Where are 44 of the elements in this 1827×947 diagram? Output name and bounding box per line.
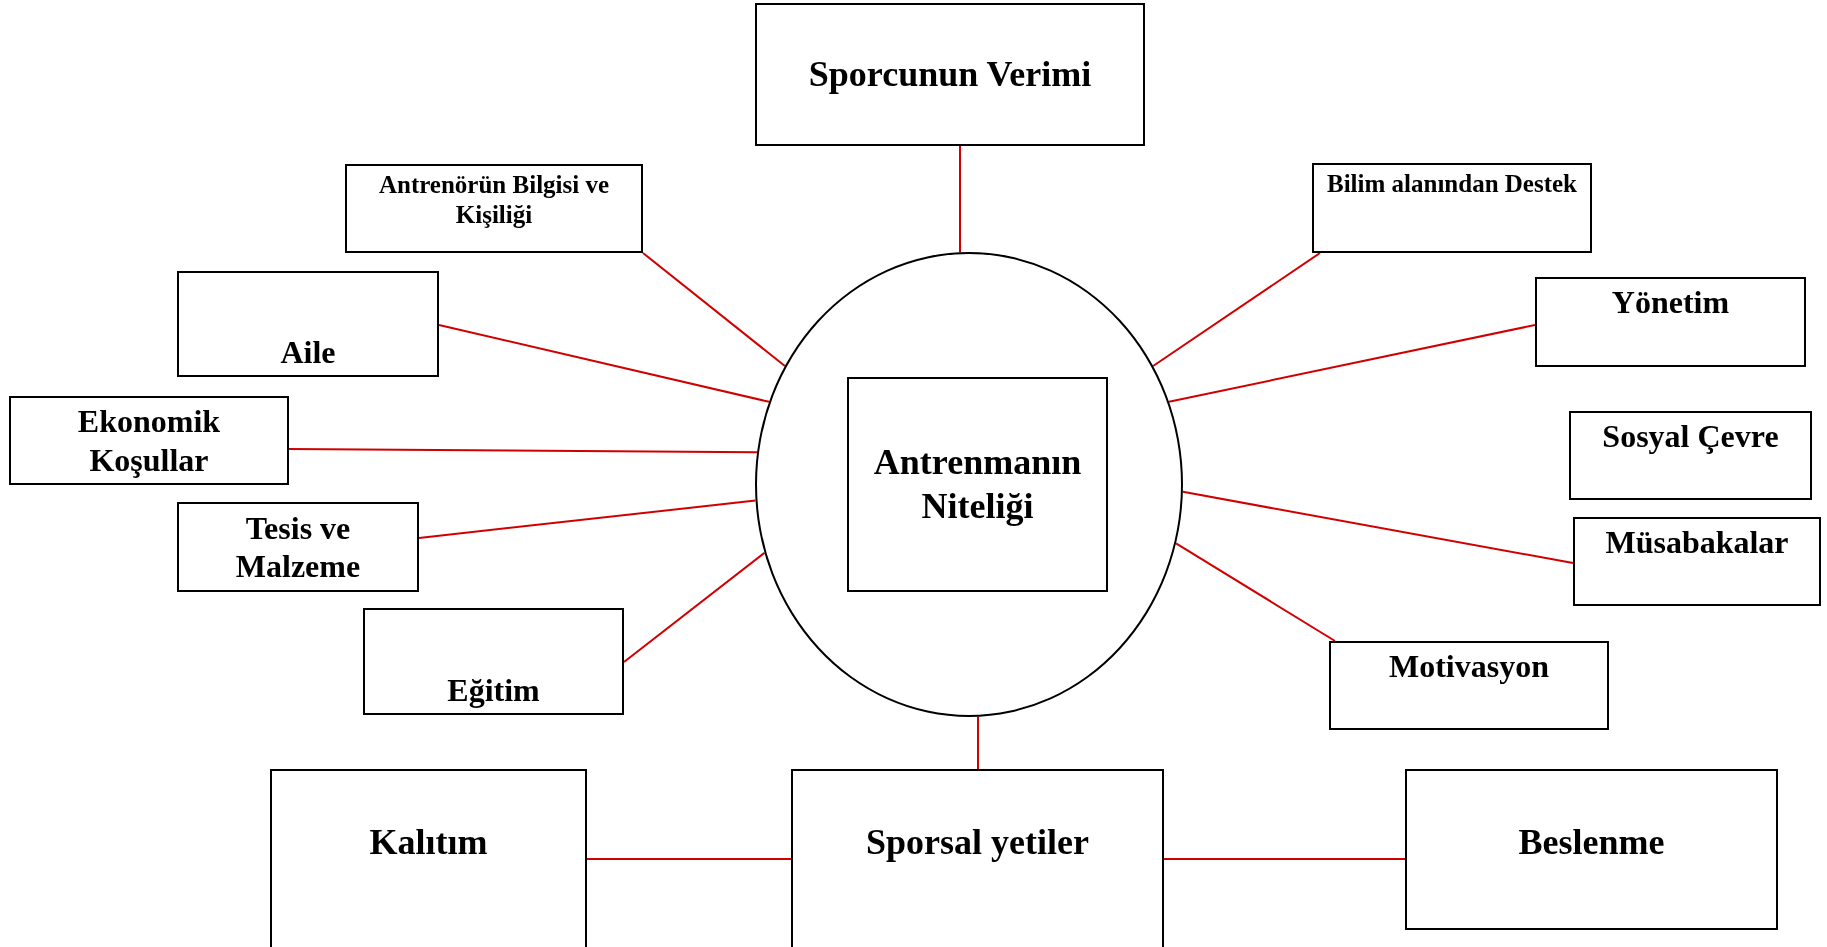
concept-box [791,769,1164,947]
concept-box [755,3,1145,146]
concept-box [1569,411,1812,500]
connector-line [1168,324,1536,403]
concept-box [1329,641,1609,730]
connector-line [1175,542,1336,642]
connector-line [1163,858,1406,860]
connector-line [438,324,770,403]
concept-box [1405,769,1778,930]
node-label: Aile [280,332,336,371]
connector-line [586,858,792,860]
connector-line [623,551,766,663]
connector-line [959,145,961,254]
concept-box [177,502,419,592]
connector-line [288,448,759,454]
concept-box [363,608,624,715]
node-label: Kalıtım [369,821,488,864]
ellipse-shape [755,252,1183,717]
node-label: Bilim alanından Destek [1326,169,1578,199]
node-label: Sosyal Çevre [1602,417,1779,456]
concept-box [847,377,1108,592]
node-label: Sporsal yetiler [866,821,1089,864]
node-label: Tesis ve Malzeme [234,508,362,586]
concept-box [345,164,643,253]
connector-line [1152,252,1321,367]
node-label: Beslenme [1518,821,1665,864]
node-label: Antrenmanın Niteliği [872,441,1083,528]
node-label: Yönetim [1611,283,1730,322]
node-label: Motivasyon [1389,647,1549,686]
concept-box [1312,163,1592,253]
concept-box [1573,517,1821,606]
node-label: Sporcunun Verimi [808,52,1092,96]
concept-box [9,396,289,485]
connector-line [1181,490,1574,564]
connector-line [642,252,786,367]
node-label: Müsabakalar [1605,523,1789,562]
concept-box [177,271,439,377]
connector-line [418,499,757,539]
concept-box [270,769,587,947]
node-label: Ekonomik Koşullar [76,402,222,479]
concept-box [1535,277,1806,367]
connector-line [977,715,979,770]
node-label: Eğitim [447,670,540,709]
node-label: Antrenörün Bilgisi ve Kişiliği [377,170,611,230]
